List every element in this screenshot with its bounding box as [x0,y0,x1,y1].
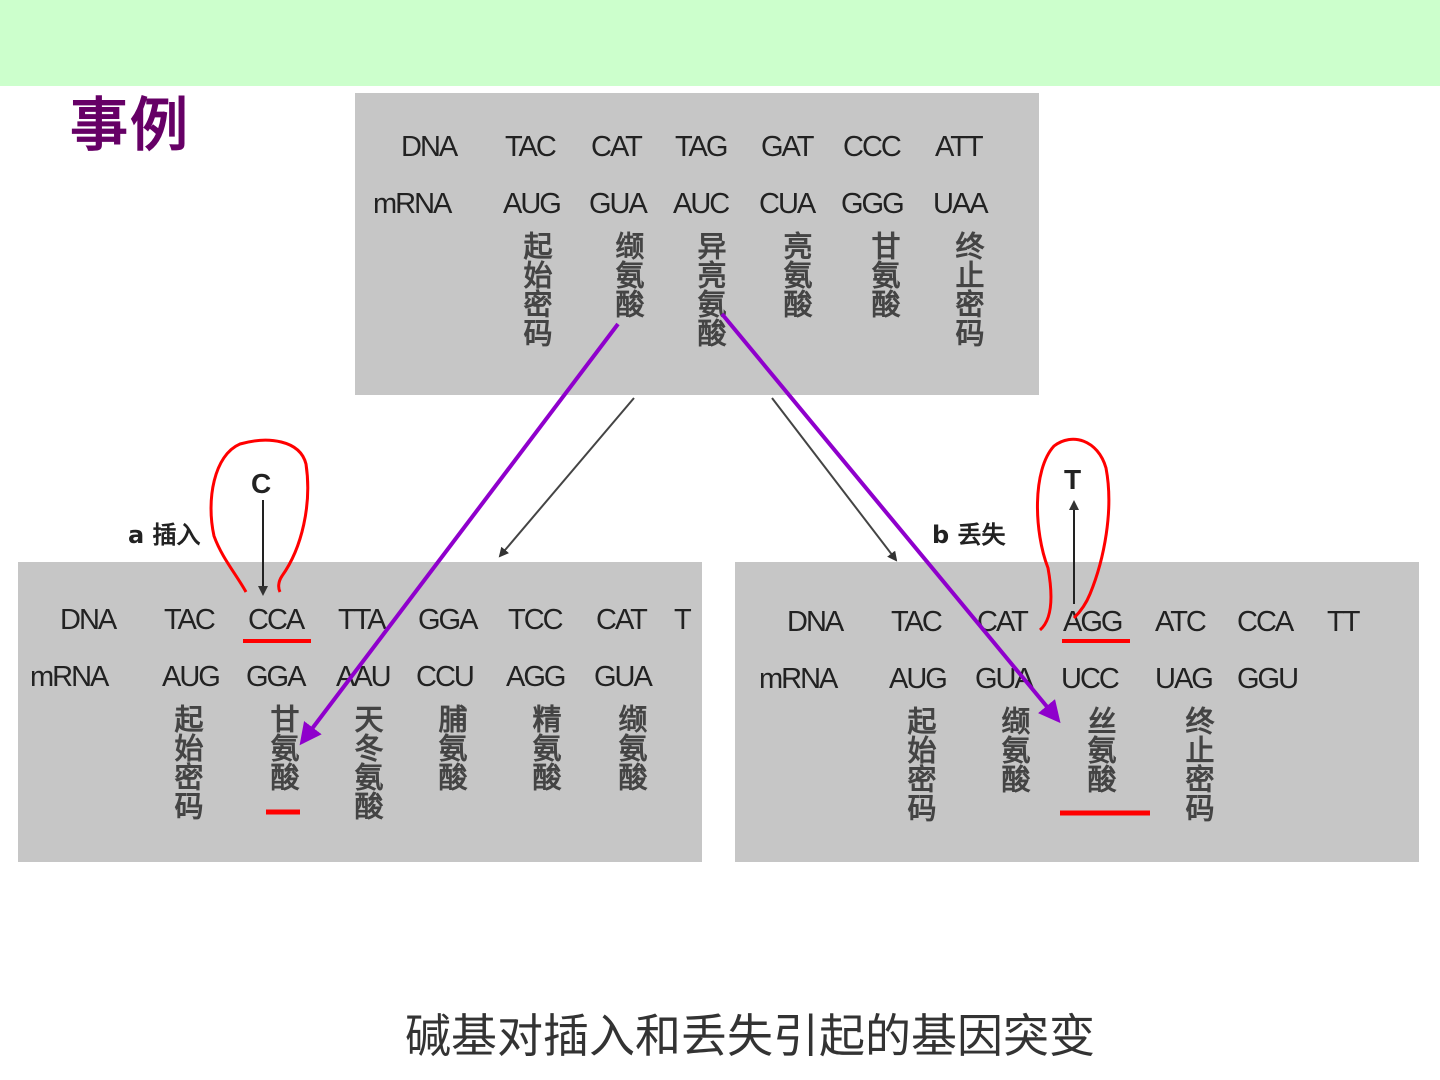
deletion-label: b 丢失 [932,521,1006,549]
mrna-codon: UAA [933,188,989,220]
figure-caption: 碱基对插入和丢失引起的基因突变 [405,1009,1095,1063]
mrna-codon: GUA [589,188,648,220]
mrna-codon: AUG [503,188,562,220]
dna-codon: ATC [1155,606,1207,638]
dna-row-label: DNA [401,131,458,163]
mrna-codon: GGG [841,188,905,220]
deleted-base: T [1064,464,1082,495]
dna-codon: GAT [761,131,814,163]
mrna-codon: AAU [336,661,392,693]
amino-acid: 起始密码 [170,704,204,820]
original-sequence-panel: DNA mRNA TAC CAT TAG GAT CCC ATT AUG GUA… [355,93,1039,395]
mrna-row-label: mRNA [30,661,109,693]
mrna-codon: CCU [416,661,475,693]
insertion-label: a 插入 [128,521,201,549]
dna-codon: CAT [596,604,648,636]
dna-codon: ATT [935,131,984,163]
mrna-codon: GGA [246,661,306,693]
mrna-codon: UAG [1155,663,1214,695]
amino-acid: 亮氨酸 [779,231,813,318]
mrna-codon: UCC [1061,663,1120,695]
amino-acid: 精氨酸 [528,704,562,791]
dna-codon: GGA [418,604,478,636]
dna-codon: T [674,604,692,636]
mrna-codon: GGU [1237,663,1299,695]
mrna-codon: AUG [162,661,221,693]
amino-acid: 缬氨酸 [997,706,1031,793]
dna-codon: TCC [508,604,564,636]
amino-acid: 甘氨酸 [266,704,300,791]
arrow-to-insertion [498,397,635,558]
amino-acid: 起始密码 [903,706,937,822]
amino-acid: 缬氨酸 [611,231,645,318]
amino-acid: 天冬氨酸 [350,704,384,820]
mrna-codon: AUG [889,663,948,695]
dna-codon: TAC [891,606,943,638]
dna-codon: AGG [1063,606,1123,638]
dna-codon: TAG [675,131,728,163]
amino-acid: 丝氨酸 [1083,706,1117,793]
mrna-codon: CUA [759,188,816,220]
dna-row-label: DNA [787,606,844,638]
dna-codon: CAT [591,131,643,163]
slide-title: 事例 [70,91,191,159]
dna-codon: TAC [505,131,557,163]
amino-acid: 终止密码 [951,231,985,347]
mrna-codon: AUC [673,188,730,220]
dna-codon: TTA [338,604,387,636]
amino-acid: 终止密码 [1181,706,1215,822]
dna-codon: CCC [843,131,902,163]
amino-acid: 甘氨酸 [867,231,901,318]
amino-acid: 异亮氨酸 [693,231,727,347]
mrna-row-label: mRNA [759,663,838,695]
inserted-base: C [251,468,272,499]
dna-codon: CAT [977,606,1029,638]
mrna-codon: GUA [594,661,653,693]
arrow-to-deletion [771,397,898,562]
insertion-sequence-panel: DNA mRNA TAC CCA TTA GGA TCC CAT T AUG G… [18,562,702,862]
mrna-row-label: mRNA [373,188,452,220]
mrna-codon: GUA [975,663,1034,695]
dna-codon: CCA [1237,606,1294,638]
amino-acid: 缬氨酸 [614,704,648,791]
dna-codon: CCA [248,604,305,636]
amino-acid: 起始密码 [519,231,553,347]
mrna-codon: AGG [506,661,566,693]
deletion-sequence-panel: DNA mRNA TAC CAT AGG ATC CCA TT AUG GUA … [735,562,1419,862]
header-bar [0,0,1440,86]
dna-codon: TAC [164,604,216,636]
dna-codon: TT [1327,606,1360,638]
dna-row-label: DNA [60,604,117,636]
amino-acid: 脯氨酸 [434,704,468,791]
